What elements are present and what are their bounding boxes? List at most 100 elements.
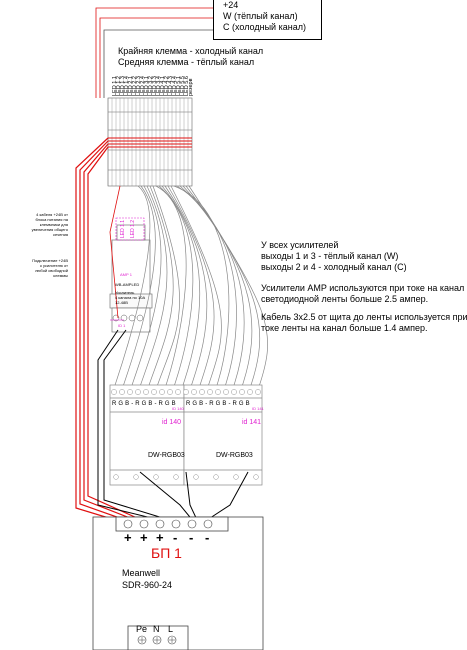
rgb-top-screw [135,389,141,395]
terminal-block [107,97,193,187]
plus24-label: +24 [223,0,239,10]
note-line: Усилители AMP используются при токе на к… [261,283,465,293]
rgb-top-screw [255,389,261,395]
cold-channel-label: C (холодный канал) [223,22,306,32]
ac-label-l: L [168,624,174,634]
rgb-bottom-screw [233,474,239,480]
output-cable [147,185,174,389]
sign-minus: - [189,530,194,545]
rgb-bottom-screw [173,474,179,480]
output-cable [188,185,268,389]
terminal-notes: Крайняя клемма - холодный канал Средняя … [118,46,263,68]
output-cable [170,185,222,389]
amp-desc-line: Усилитель [115,290,135,295]
rgb-top-screw [239,389,245,395]
power-input-box: +24 W (тёплый канал) C (холодный канал) [213,0,322,40]
rgb-bottom-screws [113,474,259,480]
cables-note: 4 кабеля +24В от блока питания на клеммн… [6,212,68,237]
terminal-label: резерв [188,78,194,97]
sign-minus: - [173,530,178,545]
amp-top-label-2: LED 1.2 [130,219,136,238]
rgb-top-screw [207,389,213,395]
rgb-top-screw [231,389,237,395]
rgb-module-frames [109,384,263,486]
psu-brand: Meanwell [122,568,161,578]
terminal-note-warm: Средняя клемма - тёплый канал [118,57,255,67]
psu-model: SDR-960-24 [122,580,173,590]
amp-id-label: ID 1 [118,323,126,328]
feed-wires [95,7,213,98]
output-cable [152,185,180,389]
rgb-top-screw [111,389,117,395]
rgb-top-screw [143,389,149,395]
gray-output-cables [113,185,268,389]
jumper-note-line: к усилителю от [40,263,68,268]
jumper-wire [109,185,121,319]
rgb-top-screw [167,389,173,395]
rgb-top-screw [175,389,181,395]
rgb-top-screw [127,389,133,395]
amplifier-notes: У всех усилителей выходы 1 и 3 - тёплый … [261,240,467,334]
rgb2-id-label: id 141 [242,419,262,426]
note-line: У всех усилителей [261,240,339,250]
cables-note-line: блока питания на [35,217,68,222]
amp-label: AMP 1 [120,272,132,277]
rgb-bottom-screw [213,474,219,480]
output-cable [158,185,194,389]
amp-desc-line: 4 канала по 10А [115,295,146,300]
rgb1-small-id: ID 140 [172,406,184,411]
red-supply-cables [75,137,147,523]
rgb-top-screw [159,389,165,395]
rgb-bottom-screw [193,474,199,480]
black-wires [97,329,249,523]
sign-plus: + [156,530,164,545]
rgb-top-screw [199,389,205,395]
output-cable [139,185,168,389]
cables-note-line: 4 кабеля +24В от [36,212,68,217]
output-cable [185,185,261,389]
sign-plus: + [124,530,132,545]
rgb-top-screw [215,389,221,395]
jumper-note: Подключение +24В к усилителю от любой св… [6,258,68,278]
output-cable [113,185,151,389]
output-cable [130,185,162,389]
jumper-note-line: клеммы [53,273,68,278]
amp-top-label-1: LED 1.1 [120,219,126,238]
output-cable [167,185,215,389]
rgb-top-screw [151,389,157,395]
cables-note-line: увеличения общего [31,227,68,232]
rgb2-small-id: ID 141 [252,406,264,411]
rgb-bottom-screw [113,474,119,480]
sign-minus: - [205,530,210,545]
output-cable [122,185,156,389]
warm-channel-label: W (тёплый канал) [223,11,298,21]
note-line: выходы 1 и 3 - тёплый канал (W) [261,251,399,261]
psu-title: БП 1 [151,545,182,561]
rgb2-terminal-letters: R G B - R G B - R G B [186,401,250,407]
cables-note-line: клеммники для [39,222,68,227]
rgb-top-screw [119,389,125,395]
note-line: токе ленты на канал больше 1.4 ампер. [261,323,428,333]
rgb1-id-label: id 140 [162,419,182,426]
rgb-top-screw [183,389,189,395]
cables-note-line: сечения [52,232,68,237]
psu-dc-terminals [123,519,213,529]
jumper-note-line: Подключение +24В [32,258,68,263]
psu-body [92,516,264,650]
terminal-note-cold: Крайняя клемма - холодный канал [118,46,264,56]
amp-desc-line: 12-48В [115,300,128,305]
amp-terminals [112,314,144,322]
ac-label-n: N [153,624,160,634]
rgb1-model: DW-RGB03 [148,452,185,459]
rgb-top-screw [223,389,229,395]
rgb1-terminal-letters: R G B - R G B - R G B [112,401,176,407]
output-cable [164,185,208,389]
amp-desc: Усилитель 4 канала по 10А 12-48В [115,290,145,305]
jumper-note-line: любой свободной [35,268,68,273]
rgb-top-screw [247,389,253,395]
output-cable [182,185,253,389]
red-bus-bars [108,137,192,148]
rgb-terminal-screws [111,389,261,395]
highlight-marks [110,217,145,321]
